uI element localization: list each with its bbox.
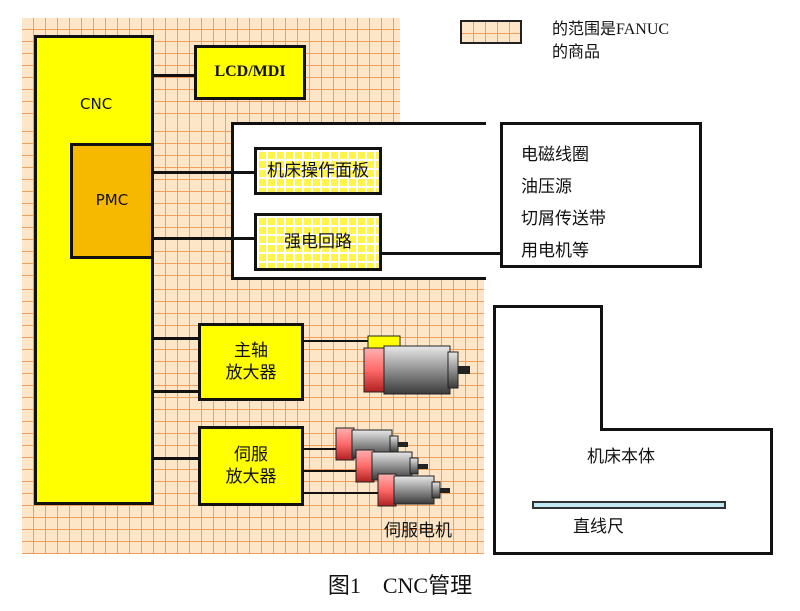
servo-amplifier-block: 伺服 放大器 (198, 426, 304, 506)
cnc-block (34, 35, 154, 505)
legend-swatch (460, 20, 522, 44)
wire-spindle-motor (304, 340, 370, 342)
wire-servo-motor-2 (304, 470, 360, 472)
machine-body-step (600, 428, 773, 431)
machine-body-fill (496, 308, 600, 548)
wire-servo-motor-1 (304, 448, 342, 450)
figure-caption: 图1 CNC管理 (327, 573, 473, 598)
external-device-hydraulic: 油压源 (521, 177, 572, 197)
wire-power-external (382, 252, 500, 255)
machine-body-label: 机床本体 (587, 447, 655, 467)
external-device-chip-conveyor: 切屑传送带 (521, 209, 606, 229)
spindle-amplifier-block: 主轴 放大器 (198, 323, 304, 401)
spindle-motor-icon (363, 335, 470, 395)
wire-cnc-spindle-2 (154, 390, 198, 393)
linear-scale (532, 501, 726, 509)
operator-panel-block: 机床操作面板 (254, 147, 382, 195)
power-circuit-block: 强电回路 (254, 213, 382, 271)
wire-cnc-servo (154, 457, 198, 460)
cnc-label: CNC (80, 95, 113, 113)
wire-servo-motor-3 (304, 492, 380, 494)
linear-scale-label: 直线尺 (573, 517, 624, 537)
pmc-block: PMC (70, 143, 154, 259)
spindle-amp-line2: 放大器 (225, 363, 277, 383)
servo-amp-line1: 伺服 (234, 444, 268, 465)
servo-amp-line2: 放大器 (225, 467, 277, 487)
external-device-motors: 用电机等 (521, 241, 589, 261)
external-device-solenoid: 电磁线圈 (521, 145, 589, 165)
wire-cnc-spindle-1 (154, 337, 198, 340)
wire-cnc-power (154, 237, 254, 240)
lcd-mdi-block: LCD/MDI (194, 45, 306, 100)
wire-cnc-panel (154, 171, 254, 174)
external-devices-box: 电磁线圈 油压源 切屑传送带 用电机等 (500, 122, 702, 268)
servo-motor-label: 伺服电机 (384, 521, 452, 541)
wire-cnc-lcd (154, 74, 194, 77)
legend-text-1: 的范围是FANUC (552, 21, 670, 38)
spindle-amp-line1: 主轴 (234, 340, 268, 361)
legend-text-2: 的商品 (552, 44, 601, 61)
servo-motor-icon-3 (377, 473, 450, 507)
